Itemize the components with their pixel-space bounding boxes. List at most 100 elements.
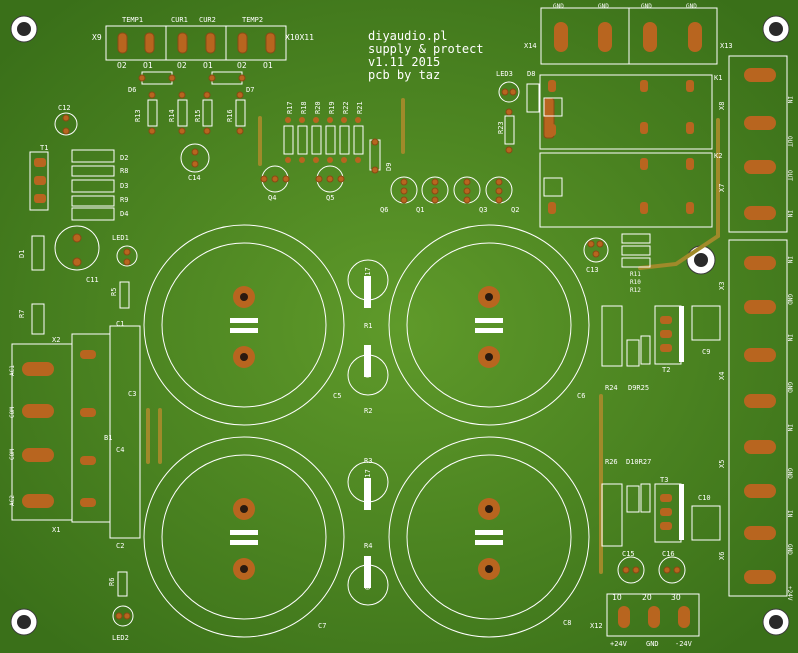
left-regulator-section: C12 T1 D2 R8 D3 R9 D4 D1 C11 LED1 R5 R7 …	[18, 104, 210, 335]
silkscreen-label: R6	[108, 578, 116, 586]
silkscreen-label: GND	[553, 3, 564, 10]
silkscreen-label: R22	[342, 101, 350, 114]
silkscreen-label: R26	[605, 458, 618, 466]
silkscreen-label: -24V	[675, 640, 693, 648]
silkscreen-label: R1	[364, 322, 372, 330]
silkscreen-label: 3O	[671, 593, 681, 602]
resistors-r13-r16: R13 R14 R15 R16	[134, 91, 246, 135]
silkscreen-label: R5	[110, 288, 118, 296]
silkscreen-label: GND	[786, 468, 793, 479]
silkscreen-label: OUT	[786, 170, 793, 181]
silkscreen-label: 0017	[364, 573, 372, 590]
silkscreen-label: C14	[188, 174, 201, 182]
silkscreen-label: OUT	[786, 136, 793, 147]
bleeder-resistors: 0017 0017 0017 0017 R1 R2 R3 R4	[347, 259, 389, 606]
title-line-1: diyaudio.pl	[368, 29, 447, 43]
silkscreen-label: X9	[92, 33, 102, 42]
silkscreen-label: R10	[630, 279, 641, 286]
silkscreen-label: COM	[9, 449, 16, 460]
silkscreen-label: GND	[786, 294, 793, 305]
silkscreen-label: C11	[86, 276, 99, 284]
silkscreen-label: C10	[698, 494, 711, 502]
title-line-3: v1.11 2015	[368, 55, 440, 69]
silkscreen-label: R2	[364, 407, 372, 415]
silkscreen-label: R18	[300, 101, 308, 114]
silkscreen-label: R16	[226, 109, 234, 122]
silkscreen-label: R20	[314, 101, 322, 114]
silkscreen-label: K1	[714, 74, 722, 82]
silkscreen-label: C12	[58, 104, 71, 112]
silkscreen-label: TEMP2	[242, 16, 263, 24]
silkscreen-label: AC1	[9, 365, 16, 376]
title-line-4: pcb by taz	[368, 68, 440, 82]
silkscreen-label: C1	[116, 320, 124, 328]
silkscreen-label: D10R27	[626, 458, 651, 466]
silkscreen-label: X8	[718, 102, 726, 110]
silkscreen-label: O1	[263, 61, 273, 70]
silkscreen-label: COM	[9, 407, 16, 418]
silkscreen-label: R21	[356, 101, 364, 114]
silkscreen-label: T1	[40, 144, 48, 152]
silkscreen-label: O1	[203, 61, 213, 70]
silkscreen-label: Q3	[479, 206, 487, 214]
silkscreen-label: X12	[590, 622, 603, 630]
silkscreen-label: X6	[718, 552, 726, 560]
silkscreen-label: D4	[120, 210, 128, 218]
silkscreen-label: X13	[720, 42, 733, 50]
silkscreen-label: D6	[128, 86, 136, 94]
silkscreen-label: R9	[120, 196, 128, 204]
silkscreen-label: X3	[718, 282, 726, 290]
silkscreen-label: C2	[116, 542, 124, 550]
right-terminals: X8 X7 X3 X4 X5 X6 IN OUT OUT IN IN GND I…	[718, 55, 793, 601]
top-right-header: X14 X13 GND GND GND GND	[524, 3, 733, 65]
silkscreen-label: R15	[194, 109, 202, 122]
silkscreen-label: IN	[786, 510, 793, 518]
silkscreen-label: D9R25	[628, 384, 649, 392]
diodes-d6-d7: D6 D7	[128, 71, 254, 94]
copper-traces	[146, 98, 720, 574]
title-block: diyaudio.pl supply & protect v1.11 2015 …	[368, 29, 484, 82]
silkscreen-label: C7	[318, 622, 326, 630]
led3-d8-r23: LED3 D8 R23	[496, 70, 555, 154]
silkscreen-label: +24V	[610, 640, 628, 648]
transistors-q4-q5: Q4 Q5 D9	[260, 138, 393, 202]
silkscreen-label: C3	[128, 390, 136, 398]
silkscreen-label: GND	[786, 382, 793, 393]
silkscreen-label: R13	[134, 109, 142, 122]
title-line-2: supply & protect	[368, 42, 484, 56]
silkscreen-label: LED1	[112, 234, 129, 242]
left-ac-terminals: AC1 COM COM AC2 X2 X1 B1 C1 C3 C4 C2 R6 …	[9, 320, 141, 642]
silkscreen-label: Q4	[268, 194, 276, 202]
silkscreen-label: 0017	[364, 267, 372, 284]
silkscreen-label: X2	[52, 336, 60, 344]
transistors-q6-q1-q3-q2: Q6 Q1 Q3 Q2	[380, 176, 519, 214]
top-header-x9: X9 X10X11 TEMP1 CUR1 CUR2 TEMP2 O2 O1 O2…	[92, 16, 314, 70]
silkscreen-label: R14	[168, 109, 176, 122]
silkscreen-label: 0017	[364, 469, 372, 486]
big-capacitors: C5 C6 C7 C8	[143, 224, 590, 638]
silkscreen-label: R19	[328, 101, 336, 114]
silkscreen-label: Q1	[416, 206, 424, 214]
silkscreen-label: Q2	[511, 206, 519, 214]
silkscreen-label: LED3	[496, 70, 513, 78]
silkscreen-label: TEMP1	[122, 16, 143, 24]
silkscreen-label: X1	[52, 526, 60, 534]
silkscreen-label: X10X11	[285, 33, 314, 42]
silkscreen-label: GND	[686, 3, 697, 10]
silkscreen-label: D1	[18, 250, 26, 258]
silkscreen-label: C6	[577, 392, 585, 400]
silkscreen-label: B1	[104, 434, 112, 442]
silkscreen-label: D8	[527, 70, 535, 78]
silkscreen-label: D2	[120, 154, 128, 162]
silkscreen-label: C4	[116, 446, 124, 454]
relays: K1 K2	[539, 74, 722, 228]
silkscreen-label: IN	[786, 334, 793, 342]
silkscreen-label: D7	[246, 86, 254, 94]
silkscreen-label: IN	[786, 210, 793, 218]
silkscreen-label: R17	[286, 101, 294, 114]
silkscreen-label: O1	[143, 61, 153, 70]
silkscreen-label: C16	[662, 550, 675, 558]
silkscreen-label: Q6	[380, 206, 388, 214]
silkscreen-label: GND	[646, 640, 659, 648]
